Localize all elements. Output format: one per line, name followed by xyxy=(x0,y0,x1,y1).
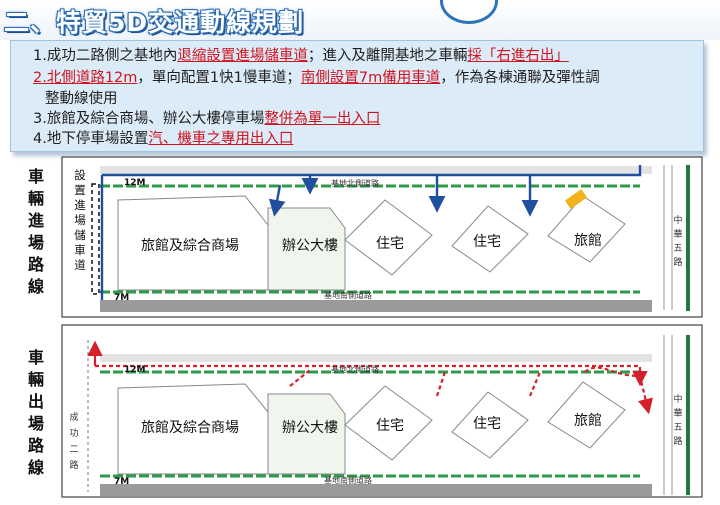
zhonghua-greenbelt-bottom xyxy=(686,335,690,495)
entry-route-label: 車輛進場路線 xyxy=(27,167,44,296)
office-building-bottom xyxy=(267,393,346,475)
residential-2-building-top xyxy=(451,205,529,273)
queue-lane-char-6: 車 xyxy=(74,243,86,257)
label-residential-2-bottom: 住宅 xyxy=(473,416,501,432)
north-width-bottom: 12M xyxy=(124,365,146,375)
queue-lane-char-4: 場 xyxy=(74,213,86,227)
note-3-part-b: 整併為單一出入口 xyxy=(264,111,381,127)
label-hotel-bottom: 旅館 xyxy=(574,412,602,429)
note-2-part-b: ，單向配置1快1慢車道； xyxy=(137,70,301,86)
queue-lane-char-7: 道 xyxy=(74,258,86,272)
label-office-bottom: 辦公大樓 xyxy=(282,420,338,436)
note-2: 2.北側道路12m，單向配置1快1慢車道；南側設置7m備用車道，作為各棟通聯及彈… xyxy=(33,66,600,87)
hotel-building-bottom xyxy=(547,381,626,449)
label-hotel-top: 旅館 xyxy=(574,232,602,249)
label-residential-1-top: 住宅 xyxy=(376,236,404,252)
exit-route-label: 車輛出場路線 xyxy=(27,348,44,477)
queue-lane-char-2: 置 xyxy=(74,183,86,197)
note-2-continued: 整動線使用 xyxy=(45,91,118,107)
chenggong-char-4: 路 xyxy=(69,459,78,471)
note-4-part-b: 汽、機車之專用出入口 xyxy=(148,131,294,147)
queue-lane-char-5: 儲 xyxy=(74,228,86,242)
note-2-part-c: 南側設置7m備用車道 xyxy=(300,70,441,86)
queue-lane-box xyxy=(91,183,100,295)
chenggong-char-2: 功 xyxy=(69,428,78,439)
note-4-part-a: 4.地下停車場設置 xyxy=(33,131,149,147)
zhonghua-bottom-char-3: 五 xyxy=(673,423,682,433)
exit-arrow-residential-1 xyxy=(435,371,447,397)
label-hotel-mall-bottom: 旅館及綜合商場 xyxy=(141,419,239,436)
note-1-part-a: 1.成功二路側之基地內 xyxy=(33,48,178,64)
zhonghua-road-label-bottom: 中 華 五 路 xyxy=(673,393,682,447)
chenggong-road-label: 成 功 二 路 xyxy=(69,411,78,471)
note-3-part-a: 3.旅館及綜合商場、辦公大樓停車場 xyxy=(33,111,265,127)
north-road-top xyxy=(100,166,652,174)
zhonghua-bottom-char-4: 路 xyxy=(673,435,682,447)
zhonghua-top-char-4: 路 xyxy=(673,256,682,268)
south-road-label-top: 基地南側道路 xyxy=(324,290,372,300)
note-2-part-d: ，作為各棟通聯及彈性調 xyxy=(440,70,600,86)
queue-lane-label: 設 置 進 場 儲 車 道 xyxy=(74,168,86,272)
exit-arrow-office xyxy=(289,369,311,387)
label-residential-2-top: 住宅 xyxy=(473,234,501,250)
note-2-part-a: 2.北側道路12m xyxy=(33,70,138,86)
south-road-label-bottom: 基地南側道路 xyxy=(324,475,372,485)
ramp-top xyxy=(564,189,588,209)
note-4: 4.地下停車場設置汽、機車之專用出入口 xyxy=(33,127,293,148)
residential-1-building-bottom xyxy=(344,385,433,461)
entry-arrow-mall xyxy=(268,184,286,217)
residential-2-building-bottom xyxy=(451,391,529,459)
title-bar: 二、特貿5D交通動線規劃 xyxy=(0,0,720,40)
zhonghua-top-char-1: 中 xyxy=(673,214,682,226)
entry-arrow-north-road xyxy=(530,165,642,177)
zhonghua-top-char-3: 五 xyxy=(673,244,682,254)
hotel-building-top xyxy=(547,195,626,263)
queue-lane-char-3: 進 xyxy=(74,198,86,212)
office-building-top xyxy=(267,207,346,291)
exit-plan: 12M 7M 基地北側道路 基地南側道路 成 功 二 路 旅館及綜合商場 辦公大… xyxy=(61,324,703,498)
entry-plan: 設 置 進 場 儲 車 道 12M 7M 基地北側道路 基地南側道路 旅館及綜合… xyxy=(61,156,703,318)
label-hotel-mall-top: 旅館及綜合商場 xyxy=(141,237,239,254)
zhonghua-bottom-char-1: 中 xyxy=(673,393,682,405)
south-width-top: 7M xyxy=(114,293,129,303)
chenggong-char-3: 二 xyxy=(69,445,78,455)
north-width-top: 12M xyxy=(124,178,146,188)
note-1: 1.成功二路側之基地內退縮設置進場儲車道；進入及離開基地之車輛採「右進右出」 xyxy=(33,44,569,65)
north-road-label-bottom: 基地北側道路 xyxy=(331,364,379,374)
note-3: 3.旅館及綜合商場、辦公大樓停車場整併為單一出入口 xyxy=(33,107,380,128)
chenggong-char-1: 成 xyxy=(69,411,78,423)
zhonghua-top-char-2: 華 xyxy=(673,228,682,240)
note-1-part-d: 採「右進右出」 xyxy=(467,48,569,64)
notes-box: 1.成功二路側之基地內退縮設置進場儲車道；進入及離開基地之車輛採「右進右出」 2… xyxy=(10,40,704,152)
note-1-part-b: 退縮設置進場儲車道 xyxy=(177,48,308,64)
zhonghua-road-label-top: 中 華 五 路 xyxy=(673,214,682,268)
queue-lane-char-1: 設 xyxy=(74,168,86,182)
page-title: 二、特貿5D交通動線規劃 xyxy=(4,8,305,37)
note-1-part-c: ；進入及離開基地之車輛 xyxy=(307,48,468,64)
zhonghua-bottom-char-2: 華 xyxy=(673,407,682,419)
south-road-bottom xyxy=(100,484,652,496)
exit-arrow-residential-2 xyxy=(528,371,542,397)
zhonghua-greenbelt-top xyxy=(686,165,690,311)
north-road-bottom xyxy=(100,354,652,362)
north-road-label-top: 基地北側道路 xyxy=(331,178,379,188)
exit-arrow-hotel xyxy=(584,366,653,415)
label-office-top: 辦公大樓 xyxy=(282,238,338,254)
south-width-bottom: 7M xyxy=(114,477,129,487)
residential-1-building-top xyxy=(344,199,433,276)
label-residential-1-bottom: 住宅 xyxy=(376,418,404,434)
south-road-top xyxy=(100,300,652,312)
